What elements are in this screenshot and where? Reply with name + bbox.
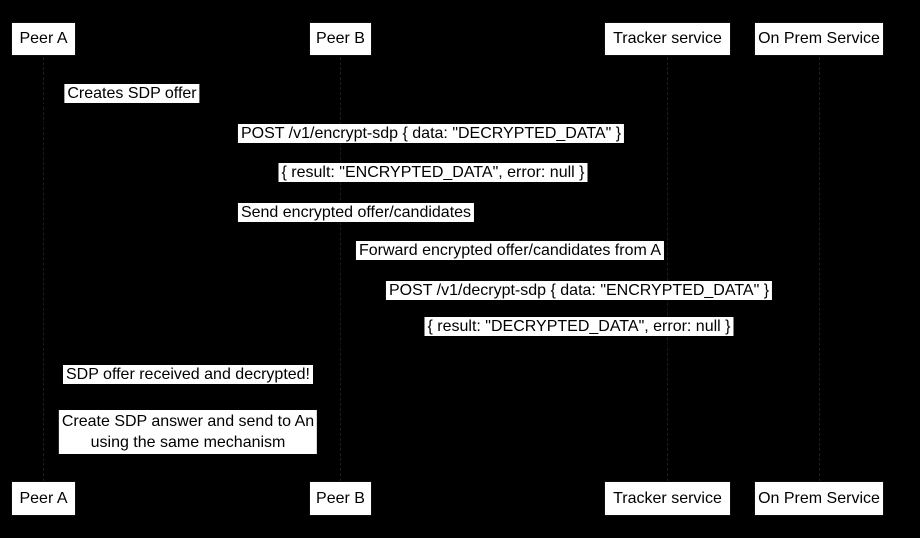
message-label-offer-received: SDP offer received and decrypted! [63, 365, 313, 384]
message-line-8 [43, 458, 340, 459]
message-label-decrypt-result: { result: "DECRYPTED_DATA", error: null … [424, 317, 734, 336]
participant-bottom-peer-b: Peer B [309, 481, 372, 516]
lifeline-on-prem-service [819, 57, 820, 481]
message-label-forward-encrypted: Forward encrypted offer/candidates from … [355, 241, 665, 260]
message-line-6 [340, 344, 819, 345]
participant-top-peer-a: Peer A [11, 22, 76, 56]
lifeline-peer-b [340, 57, 341, 481]
message-label-post-decrypt-sdp: POST /v1/decrypt-sdp { data: "ENCRYPTED_… [385, 281, 773, 300]
message-label-send-encrypted: Send encrypted offer/candidates [237, 203, 475, 222]
message-label-creates-sdp-offer: Creates SDP offer [64, 84, 200, 103]
message-label-encrypt-result: { result: "ENCRYPTED_DATA", error: null … [278, 163, 588, 182]
participant-top-on-prem-service: On Prem Service [754, 22, 884, 56]
lifeline-tracker-service [667, 57, 668, 481]
participant-bottom-tracker-service: Tracker service [604, 481, 731, 516]
participant-top-peer-b: Peer B [309, 22, 372, 56]
message-label-post-encrypt-sdp: POST /v1/encrypt-sdp { data: "DECRYPTED_… [237, 124, 625, 143]
participant-bottom-peer-a: Peer A [11, 481, 76, 516]
participant-top-tracker-service: Tracker service [604, 22, 731, 56]
lifeline-peer-a [43, 57, 44, 481]
message-line-3 [43, 230, 667, 231]
message-line-5 [340, 308, 819, 309]
message-line-2 [43, 190, 819, 191]
message-line-1 [43, 151, 819, 152]
message-line-0 [43, 104, 82, 124]
message-line-4 [340, 268, 667, 269]
message-line-7 [43, 392, 340, 393]
participant-bottom-on-prem-service: On Prem Service [754, 481, 884, 516]
message-label-create-answer: Create SDP answer and send to An using t… [58, 410, 318, 454]
